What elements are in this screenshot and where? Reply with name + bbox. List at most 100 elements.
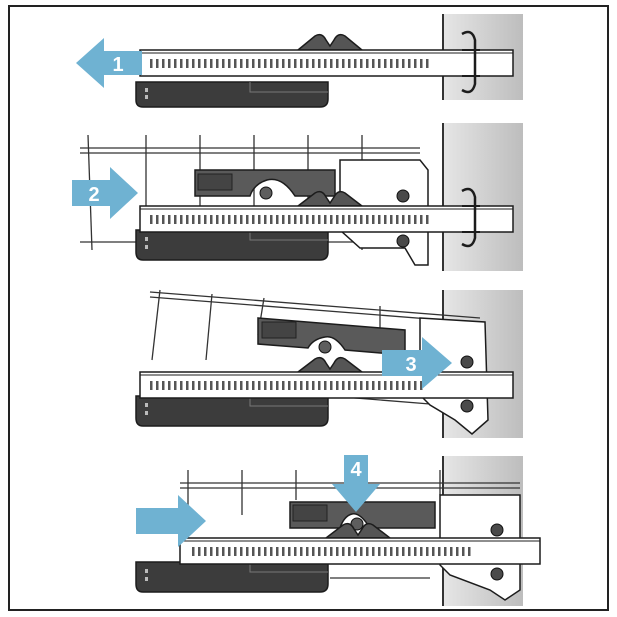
- slide-bar-tick: [300, 59, 303, 68]
- slide-bar-tick: [390, 59, 393, 68]
- slide-bar-tick: [378, 59, 381, 68]
- slide-bar-tick: [150, 215, 153, 224]
- slide-bar-tick: [306, 59, 309, 68]
- slide-bar-ticks: [150, 215, 429, 224]
- slide-bar-tick: [282, 215, 285, 224]
- slide-bar-tick: [306, 381, 309, 390]
- slide-bar-ticks: [150, 59, 429, 68]
- slide-bar-tick: [294, 381, 297, 390]
- slide-bar-tick: [390, 547, 393, 556]
- slide-bar-tick: [252, 59, 255, 68]
- slide-bar-tick: [288, 59, 291, 68]
- slide-bar-tick: [204, 547, 207, 556]
- slide-bar-tick: [168, 381, 171, 390]
- slide-bar-tick: [180, 215, 183, 224]
- slide-bar-tick: [216, 381, 219, 390]
- slide-bar-tick: [174, 59, 177, 68]
- slide-bar-tick: [282, 547, 285, 556]
- slide-bar-tick: [282, 59, 285, 68]
- slide-bar-tick: [258, 59, 261, 68]
- slide-bar-tick: [366, 381, 369, 390]
- slide-bar-tick: [228, 547, 231, 556]
- slide-bar-tick: [156, 59, 159, 68]
- slide-bar-tick: [360, 547, 363, 556]
- slide-bar-tick: [264, 547, 267, 556]
- slide-bar-tick: [240, 215, 243, 224]
- slide-bar-tick: [258, 381, 261, 390]
- slide-bar-tick: [288, 215, 291, 224]
- slide-bar-tick: [246, 215, 249, 224]
- slide-bar-tick: [348, 215, 351, 224]
- slide-bar-tick: [396, 547, 399, 556]
- slide-bar-tick: [426, 215, 429, 224]
- slide-bar-tick: [324, 59, 327, 68]
- slide-bar-tick: [456, 547, 459, 556]
- slide-bar-tick: [276, 381, 279, 390]
- step-3-label: 3: [405, 354, 416, 376]
- slide-bar-tick: [162, 59, 165, 68]
- slide-bar-tick: [354, 381, 357, 390]
- slide-bar-tick: [324, 215, 327, 224]
- diagram-frame: [8, 5, 609, 611]
- slide-bar-tick: [426, 547, 429, 556]
- slide-bar-tick: [318, 59, 321, 68]
- slide-bar-tick: [264, 59, 267, 68]
- slide-bar-tick: [156, 215, 159, 224]
- wall-hook-2: [461, 187, 477, 248]
- slide-bar-tick: [438, 547, 441, 556]
- slide-bar-tick: [222, 547, 225, 556]
- panel-step-2: 2: [72, 123, 523, 271]
- slide-bar-tick: [270, 215, 273, 224]
- slide-bar-tick: [324, 381, 327, 390]
- slide-bar-tick: [180, 59, 183, 68]
- slide-bar-ticks: [150, 381, 423, 390]
- slide-bar-tick: [342, 547, 345, 556]
- slide-bar-tick: [198, 381, 201, 390]
- arrow-step-3: [382, 337, 452, 389]
- slide-bar-tick: [468, 547, 471, 556]
- slide-bar-tick: [264, 215, 267, 224]
- slide-bar-tick: [294, 215, 297, 224]
- slide-bar-tick: [366, 59, 369, 68]
- slide-bar-tick: [270, 547, 273, 556]
- slide-bar-tick: [240, 547, 243, 556]
- slide-bar-tick: [306, 547, 309, 556]
- slide-bar-tick: [198, 215, 201, 224]
- slide-bar-tick: [198, 59, 201, 68]
- slide-bar-tick: [318, 547, 321, 556]
- clip-1: [295, 33, 365, 51]
- slide-bar-tick: [216, 59, 219, 68]
- slide-bar-tick: [186, 215, 189, 224]
- slide-bar-tick: [270, 59, 273, 68]
- slide-bar-tick: [216, 547, 219, 556]
- slide-bar-tick: [366, 215, 369, 224]
- slide-bar-tick: [234, 59, 237, 68]
- slide-bar-tick: [348, 547, 351, 556]
- slide-bar-tick: [270, 381, 273, 390]
- slide-bar-tick: [312, 59, 315, 68]
- slide-bar-tick: [342, 381, 345, 390]
- slide-bar-tick: [378, 215, 381, 224]
- slide-bar-tick: [360, 215, 363, 224]
- slide-bar-tick: [192, 59, 195, 68]
- slide-bar-tick: [330, 59, 333, 68]
- slide-bar-tick: [276, 547, 279, 556]
- slide-bar-tick: [348, 381, 351, 390]
- arrow-step-1: [76, 38, 142, 88]
- slide-bar-tick: [360, 59, 363, 68]
- slide-bar-tick: [378, 547, 381, 556]
- rail-body-2: [135, 229, 329, 261]
- arrow-step-4: [332, 455, 380, 512]
- slide-bar-tick: [342, 59, 345, 68]
- slide-bar-tick: [174, 381, 177, 390]
- slide-bar-tick: [330, 215, 333, 224]
- slide-bar-tick: [168, 215, 171, 224]
- slide-bar-tick: [234, 547, 237, 556]
- slide-bar-tick: [312, 381, 315, 390]
- slide-bar-tick: [150, 59, 153, 68]
- slide-bar-tick: [276, 215, 279, 224]
- slide-bar-tick: [402, 381, 405, 390]
- slide-bar-tick: [390, 215, 393, 224]
- panel-step-3: 3: [135, 289, 523, 438]
- slide-bar-tick: [288, 381, 291, 390]
